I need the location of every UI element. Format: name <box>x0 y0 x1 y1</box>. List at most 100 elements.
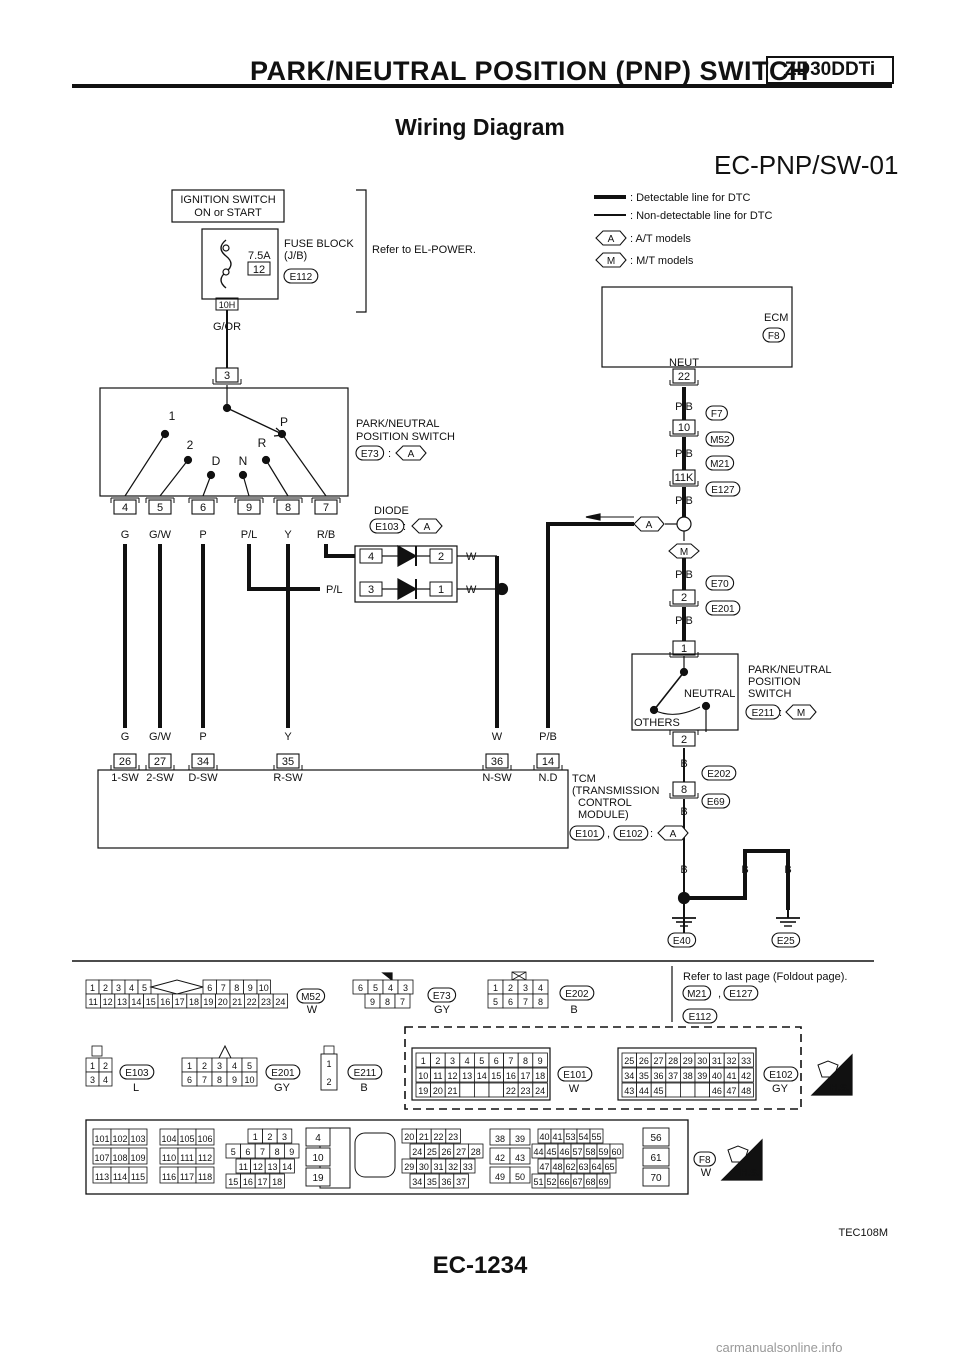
ecm-label: ECM <box>764 312 788 324</box>
conn-e73-tag <box>427 987 457 1003</box>
pnp-mt-label2: POSITION <box>748 676 801 688</box>
pnp-at-wire-label-P/L: P/L <box>241 529 258 541</box>
chain-model-m-badge <box>668 543 700 559</box>
chain-connector-e127-text: E127 <box>711 485 735 496</box>
conn-e101-row0-pin-7: 7 <box>508 1056 513 1066</box>
pnp-mt-neutral: NEUTRAL <box>684 688 735 700</box>
conn-f8-g6-row2-cell-50 <box>509 1166 531 1184</box>
tcm-terminal-14-text: 14 <box>542 756 554 768</box>
conn-f8-g3-row3-cell-18 <box>269 1173 285 1189</box>
conn-f8-g8-pin-61: 61 <box>650 1153 662 1164</box>
pnp-mt-travel <box>653 706 701 715</box>
conn-e101-row0-pin-1: 1 <box>421 1056 426 1066</box>
conn-m52-bottom-pin-12: 12 <box>103 997 113 1007</box>
conn-e73-tag-text: E73 <box>433 991 451 1002</box>
conn-f8-g8-pin-70: 70 <box>650 1173 662 1184</box>
pnp-at-wire-label-Y: Y <box>284 529 292 541</box>
conn-f8-g5-row1-pin-27: 27 <box>456 1147 466 1157</box>
conn-e101-row2-pin-23: 23 <box>520 1086 530 1096</box>
fuse-block-box <box>201 228 279 300</box>
ground-e40-tag <box>667 932 697 948</box>
diode-wire-w-upper-label: W <box>466 551 477 563</box>
refer-el-power: Refer to EL-POWER. <box>372 244 476 256</box>
pnp-at-terminal-7-text: 7 <box>323 502 329 514</box>
conn-f8-g5-row2-pin-30: 30 <box>419 1162 429 1172</box>
conn-f8-g7-row2-pin-48: 48 <box>552 1162 562 1172</box>
pnp-at-wire-label-R/B: R/B <box>317 529 335 541</box>
conn-f8-g3-row0-pin-1: 1 <box>253 1132 258 1142</box>
tcm-box <box>97 769 569 849</box>
conn-f8-g8-pin-56: 56 <box>650 1133 662 1144</box>
conn-f8-g5-row1-pin-25: 25 <box>427 1147 437 1157</box>
pnp-at-position-label-P: P <box>280 415 288 429</box>
pnp-at-terminal-4-text: 4 <box>122 502 128 514</box>
tcm-pin-name-35: R-SW <box>273 772 303 784</box>
fuse-connector-tag-text: E112 <box>290 272 313 283</box>
pnp-mt-others: OTHERS <box>634 717 680 729</box>
conn-e101-row1-pin-17: 17 <box>520 1071 530 1081</box>
conn-f8-g3-row3-pin-17: 17 <box>257 1177 267 1187</box>
tcm-wire-label-36: W <box>492 731 503 743</box>
conn-e202-bottom-pin-8: 8 <box>538 997 543 1007</box>
conn-f8-g1-row0-cell-103 <box>128 1128 148 1146</box>
tcm-pin-name-14: N.D <box>539 772 558 784</box>
conn-f8-g7-row0-pin-53: 53 <box>565 1132 575 1142</box>
conn-m52-bottom-pin-16: 16 <box>160 997 170 1007</box>
conn-f8-g2-row1-pin-112: 112 <box>198 1153 212 1163</box>
fuse-pin-top <box>222 244 230 252</box>
conn-group-dashed-frame <box>404 1026 802 1110</box>
conn-e201-key <box>218 1044 232 1059</box>
chain-terminal-10-text: 10 <box>678 422 690 434</box>
tcm-label3: CONTROL <box>578 797 632 809</box>
conn-m52-bottom-pin-15: 15 <box>146 997 156 1007</box>
conn-m52-bottom-cell-24 <box>272 993 289 1009</box>
conn-f8-g3-row1-pin-9: 9 <box>289 1147 294 1157</box>
tcm-wire-label-35: Y <box>284 731 292 743</box>
conn-e102-row0-cell-33 <box>738 1052 754 1068</box>
conn-f8-g1-row2-pin-115: 115 <box>131 1172 145 1182</box>
conn-e101-row1-pin-10: 10 <box>418 1071 428 1081</box>
conn-e102-row1-pin-40: 40 <box>712 1071 722 1081</box>
pnp-at-terminal-9-text: 9 <box>246 502 252 514</box>
tcm-terminal-36-text: 36 <box>491 756 503 768</box>
conn-e102-row1-cell-42 <box>738 1067 754 1083</box>
conn-f8-g5-row2-pin-31: 31 <box>433 1162 443 1172</box>
conn-f8-g7-row1-pin-60: 60 <box>611 1147 621 1157</box>
diode-connector-tag-text: E103 <box>375 522 399 533</box>
ecm-terminal <box>672 368 696 384</box>
conn-f8-g7-row2-pin-64: 64 <box>591 1162 601 1172</box>
tcm-terminal-35 <box>276 753 300 769</box>
conn-f8-g7-row2-pin-63: 63 <box>578 1162 588 1172</box>
conn-e102-row0-pin-33: 33 <box>741 1056 751 1066</box>
conn-e202-top-pin-1: 1 <box>493 983 498 993</box>
fuse-pin-bottom <box>222 268 230 276</box>
conn-e73-top-pin-3: 3 <box>403 983 408 993</box>
diode-t3-text: 3 <box>368 584 374 596</box>
legend-detectable-text: : Detectable line for DTC <box>630 192 750 204</box>
conn-e101-row1-pin-15: 15 <box>491 1071 501 1081</box>
legend-mt-text: : M/T models <box>630 255 694 267</box>
ground-e40-tag-text: E40 <box>673 936 691 947</box>
conn-f8-g7-row1-cell-60 <box>609 1143 624 1159</box>
pnp-at-terminal-7 <box>314 499 338 515</box>
tcm-terminal-27 <box>148 753 172 769</box>
conn-f8-g1-row0-pin-102: 102 <box>112 1134 127 1144</box>
conn-e101-row1-cell-18 <box>532 1067 548 1083</box>
conn-e211-pin-1: 1 <box>326 1059 331 1069</box>
ground-e25-tag-text: E25 <box>777 936 795 947</box>
conn-e102-row1-pin-34: 34 <box>624 1071 634 1081</box>
conn-f8-color: W <box>701 1167 712 1179</box>
pnp-at-terminal-5 <box>148 499 172 515</box>
conn-m52-bottom-pin-14: 14 <box>131 997 141 1007</box>
conn-e102-row1-pin-38: 38 <box>683 1071 693 1081</box>
conn-f8-g1-row1-pin-109: 109 <box>130 1153 145 1163</box>
tcm-wire-label-34: P <box>199 731 206 743</box>
conn-m52-bottom-pin-13: 13 <box>117 997 127 1007</box>
conn-e102-row2-pin-48: 48 <box>741 1086 751 1096</box>
conn-e202-top-pin-2: 2 <box>508 983 513 993</box>
conn-m52-bottom-pin-18: 18 <box>189 997 199 1007</box>
diode-wire-p-l-label: P/L <box>326 584 343 596</box>
tcm-connector-e101 <box>569 825 605 841</box>
ignition-switch-box <box>171 189 285 223</box>
conn-e73-top-pin-5: 5 <box>373 983 378 993</box>
